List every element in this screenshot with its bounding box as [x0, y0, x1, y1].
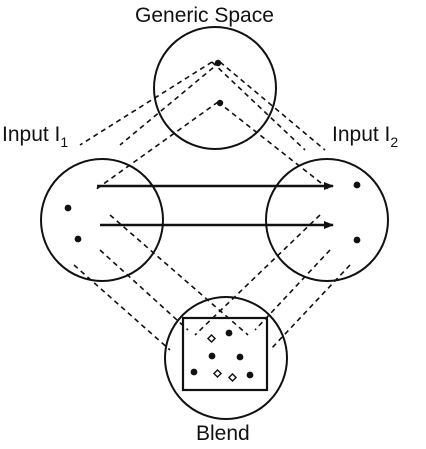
generic-space-label: Generic Space [135, 4, 274, 27]
cross-space-mappings [97, 182, 334, 229]
projection-line [219, 61, 326, 151]
generic-element-dot [216, 99, 224, 107]
input-1-label: Input I1 [2, 124, 68, 149]
blend-element-dot [236, 353, 244, 361]
input-2-element-dot [353, 181, 361, 189]
projection-line [94, 101, 219, 191]
projection-line [217, 101, 331, 191]
blend-hollow-dot [227, 372, 238, 383]
input-1-circle [40, 158, 164, 282]
projection-line [194, 214, 321, 336]
projection-line [119, 61, 221, 146]
input-2-label: Input I2 [332, 124, 398, 149]
input-1-element-dot [64, 204, 72, 212]
blend-hollow-dot [212, 368, 223, 379]
projection-line [99, 249, 189, 331]
projection-line [79, 61, 213, 146]
projection-line [254, 249, 331, 331]
space-circles [40, 26, 389, 420]
projection-line [109, 214, 249, 336]
element-points [64, 59, 361, 379]
blend-element-dot [208, 352, 216, 360]
input-2-label-text: Input I [332, 123, 391, 146]
input-2-element-dot [353, 236, 361, 244]
input-2-subscript: 2 [390, 134, 399, 150]
blend-element-dot [190, 368, 198, 376]
blend-circle [164, 296, 288, 420]
blend-label: Blend [196, 422, 250, 445]
blend-hollow-points [206, 333, 238, 383]
blend-element-dot [225, 329, 233, 337]
projection-line [211, 61, 306, 151]
projection-line [269, 264, 351, 351]
generic-element-dot [214, 59, 222, 67]
input-1-subscript: 1 [60, 134, 69, 150]
input-1-label-text: Input I [2, 123, 61, 146]
blend-element-dot [246, 371, 254, 379]
projection-lines [73, 61, 351, 351]
blend-frame [181, 316, 269, 392]
input-2-circle [265, 158, 389, 282]
blend-hollow-dot [206, 333, 217, 344]
input-1-element-dot [74, 235, 82, 243]
generic-space-circle [153, 26, 277, 150]
